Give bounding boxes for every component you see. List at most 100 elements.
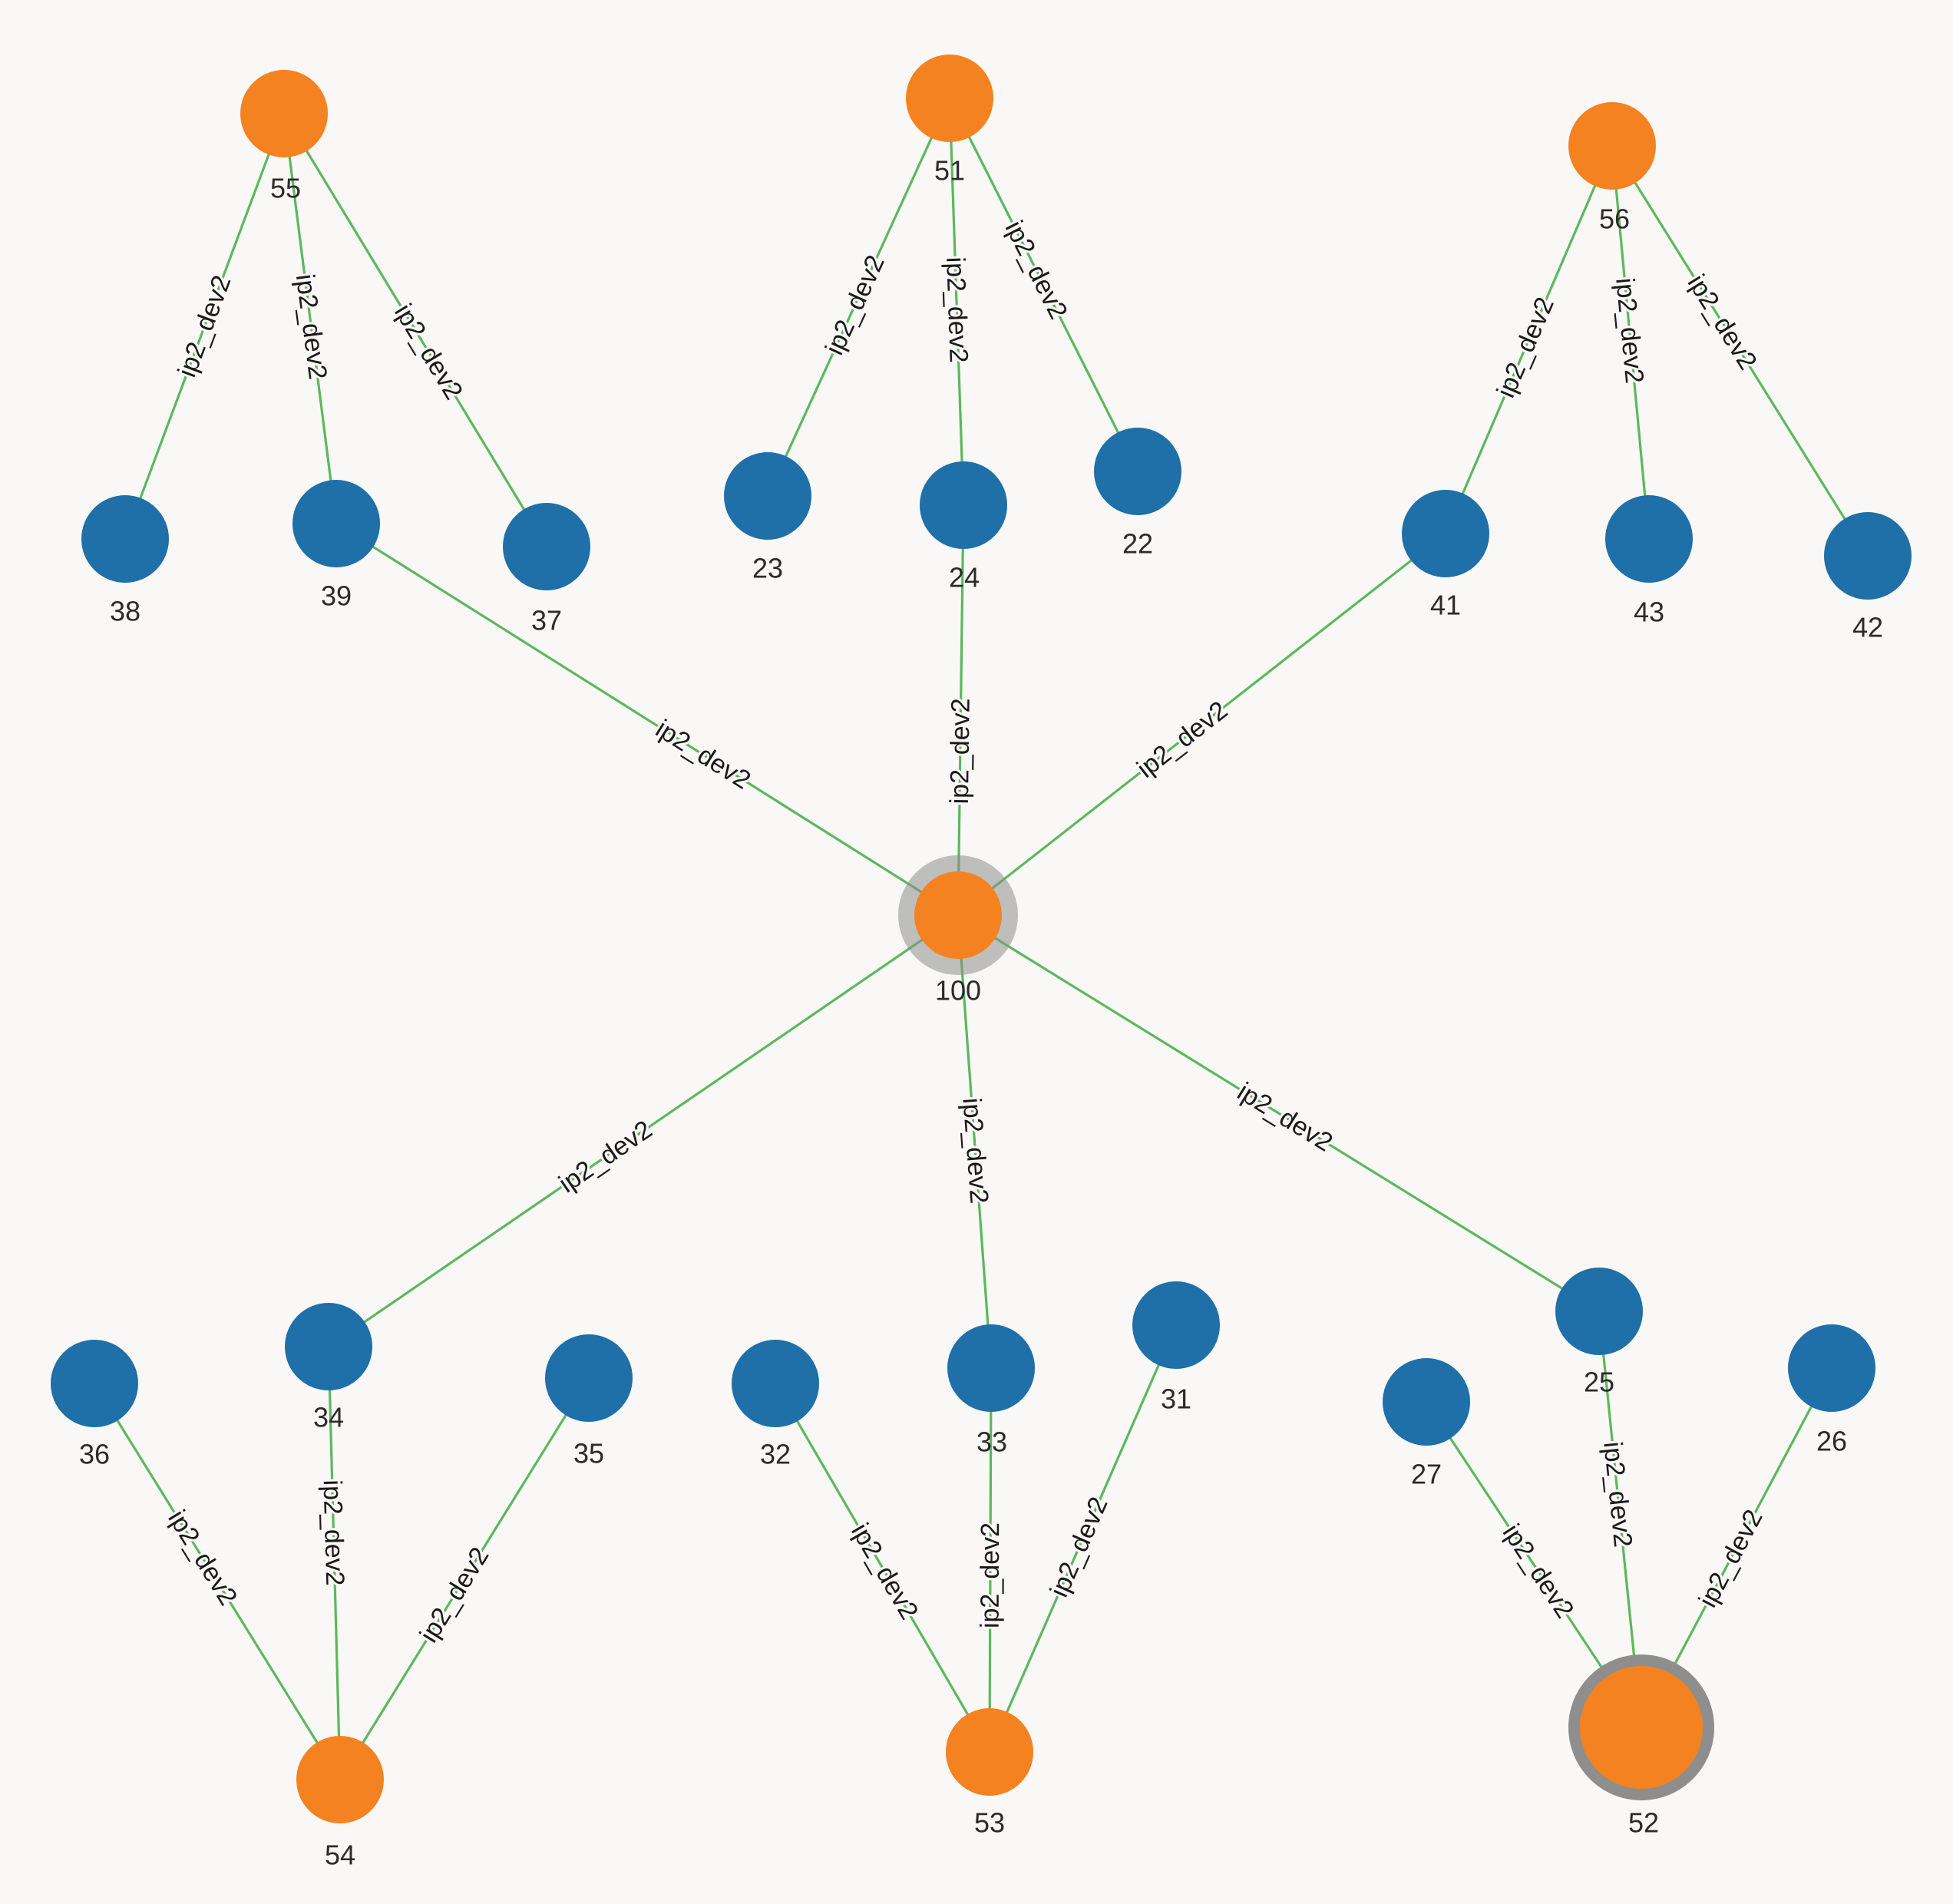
leaf-node-circle[interactable] [920,461,1007,549]
leaf-node-circle[interactable] [1555,1268,1643,1355]
edge-55-37[interactable] [283,113,548,547]
leaf-node-circle[interactable] [503,503,590,590]
edge-55-38[interactable] [124,113,286,540]
node-label: 39 [321,580,352,612]
node-label: 35 [573,1438,604,1469]
node-label: 54 [325,1840,355,1871]
node-26[interactable]: 26 [1788,1324,1875,1457]
node-55[interactable]: 55 [240,70,328,204]
edge-32-53[interactable] [774,1383,991,1753]
edge-39-100[interactable] [335,522,959,917]
node-23[interactable]: 23 [724,452,811,584]
hub-node-circle[interactable] [906,55,993,142]
leaf-node-circle[interactable] [1132,1281,1220,1369]
leaf-node-circle[interactable] [1094,428,1181,515]
node-27[interactable]: 27 [1383,1358,1470,1490]
edge-label-24-100: ip2_dev2 [945,698,976,805]
node-24[interactable]: 24 [920,461,1007,593]
hub-node-circle[interactable] [946,1708,1033,1796]
node-label: 42 [1852,612,1883,643]
node-label: 43 [1634,597,1664,628]
edge-100-25[interactable] [957,914,1600,1313]
leaf-node-circle[interactable] [947,1324,1035,1412]
leaf-node-circle[interactable] [732,1340,819,1427]
node-25[interactable]: 25 [1555,1268,1643,1398]
node-label: 56 [1599,203,1630,235]
node-39[interactable]: 39 [292,480,380,612]
edge-56-41[interactable] [1444,145,1614,534]
node-label: 55 [270,173,301,204]
node-label: 52 [1628,1807,1659,1839]
node-label: 23 [752,553,783,584]
edge-36-54[interactable] [93,1383,342,1780]
node-label: 31 [1161,1383,1191,1415]
edge-31-53[interactable] [988,1324,1178,1753]
edge-51-22[interactable] [948,98,1139,472]
node-label: 26 [1816,1426,1847,1457]
node-100[interactable]: 100 [898,855,1018,1007]
node-label: 27 [1411,1459,1442,1490]
node-33[interactable]: 33 [947,1324,1035,1458]
nodes-layer: 100 55 51 56 54 53 52 38 39 37 23 24 22 41 43 42 36 34 35 3… [51,55,1912,1871]
node-label: 36 [79,1439,110,1470]
node-42[interactable]: 42 [1824,512,1912,643]
edge-100-34[interactable] [328,914,959,1348]
edge-33-53[interactable] [988,1367,993,1753]
edge-34-54[interactable] [327,1346,342,1780]
node-label: 100 [935,975,981,1007]
edge-35-54[interactable] [339,1377,590,1780]
node-label: 51 [934,155,965,187]
hub-node-circle[interactable] [1580,1666,1703,1789]
node-51[interactable]: 51 [906,55,993,187]
node-41[interactable]: 41 [1402,490,1489,621]
leaf-node-circle[interactable] [81,495,169,583]
edge-56-42[interactable] [1611,145,1869,557]
node-34[interactable]: 34 [285,1303,372,1433]
node-label: 37 [531,605,562,636]
edge-label-34-54: ip2_dev2 [318,1479,350,1586]
node-label: 33 [976,1426,1007,1458]
edge-41-100[interactable] [957,532,1446,917]
hub-node-circle[interactable] [914,871,1002,959]
leaf-node-circle[interactable] [1383,1358,1470,1446]
edge-51-24[interactable] [948,98,965,506]
node-label: 22 [1122,528,1153,560]
edges-layer [93,98,1869,1780]
edge-51-23[interactable] [766,98,951,497]
node-22[interactable]: 22 [1094,428,1181,560]
node-label: 32 [760,1439,791,1470]
node-54[interactable]: 54 [296,1736,384,1871]
hub-node-circle[interactable] [296,1736,384,1823]
leaf-node-circle[interactable] [1402,490,1489,577]
node-43[interactable]: 43 [1605,495,1693,628]
node-label: 24 [949,562,980,593]
leaf-node-circle[interactable] [1605,495,1693,583]
hub-node-circle[interactable] [1568,102,1656,190]
node-38[interactable]: 38 [81,495,169,627]
node-label: 41 [1430,590,1461,621]
leaf-node-circle[interactable] [285,1303,372,1390]
leaf-node-circle[interactable] [1788,1324,1875,1412]
edge-24-100[interactable] [957,504,965,916]
node-56[interactable]: 56 [1568,102,1656,235]
node-52[interactable]: 52 [1568,1654,1714,1839]
leaf-node-circle[interactable] [292,480,380,567]
edge-56-43[interactable] [1611,145,1651,540]
leaf-node-circle[interactable] [1824,512,1912,600]
node-36[interactable]: 36 [51,1340,138,1470]
node-label: 38 [110,596,140,627]
edge-100-33[interactable] [957,914,993,1369]
leaf-node-circle[interactable] [51,1340,138,1427]
leaf-node-circle[interactable] [545,1334,633,1422]
node-53[interactable]: 53 [946,1708,1033,1839]
node-35[interactable]: 35 [545,1334,633,1469]
edge-55-39[interactable] [283,113,338,524]
leaf-node-circle[interactable] [724,452,811,540]
node-31[interactable]: 31 [1132,1281,1220,1415]
node-32[interactable]: 32 [732,1340,819,1470]
node-label: 25 [1584,1367,1614,1398]
edge-label-33-53: ip2_dev2 [976,1522,1005,1628]
node-37[interactable]: 37 [503,503,590,636]
hub-node-circle[interactable] [240,70,328,157]
